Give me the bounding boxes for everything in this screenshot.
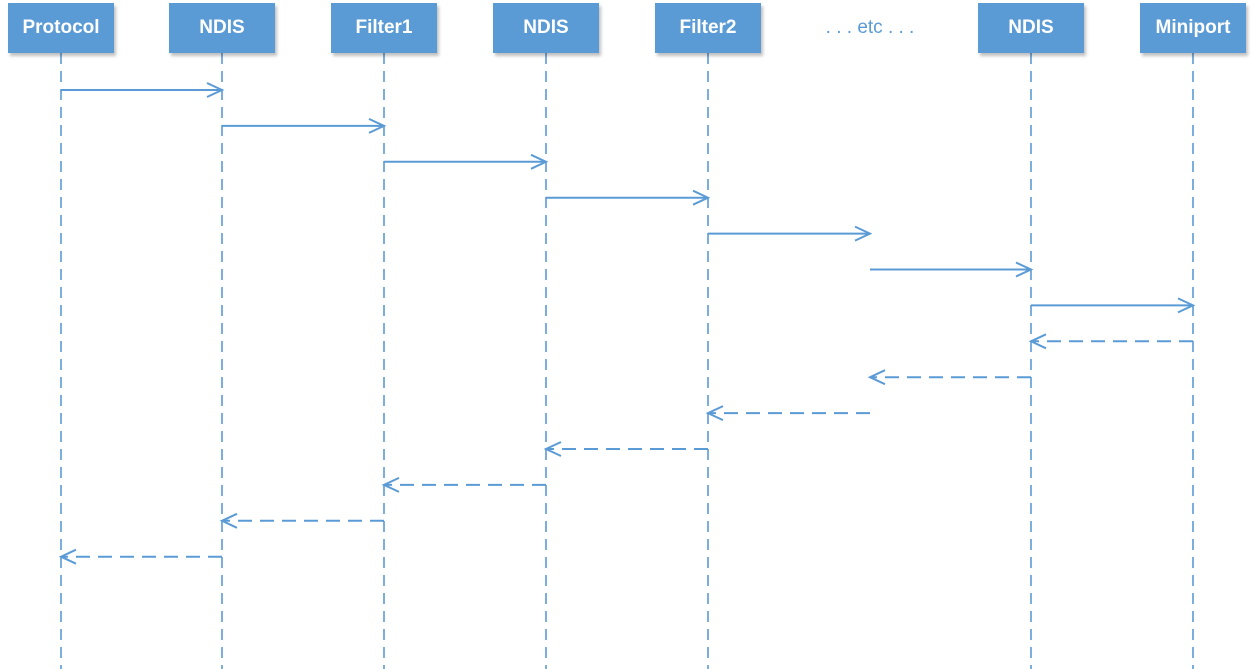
participant-protocol-box: Protocol — [8, 3, 114, 53]
call-arrow-1 — [222, 117, 387, 134]
call-arrow-0 — [61, 82, 225, 98]
arrowhead-12 — [219, 512, 238, 529]
arrowhead-9 — [705, 405, 724, 422]
return-arrow-11 — [381, 476, 546, 493]
arrowhead-13 — [58, 548, 77, 565]
call-arrow-4 — [708, 225, 873, 242]
arrowhead-7 — [1028, 333, 1047, 350]
call-arrow-3 — [546, 189, 711, 206]
participant-filter1-box: Filter1 — [331, 3, 437, 53]
arrowhead-11 — [381, 476, 400, 493]
call-arrow-2 — [384, 153, 549, 170]
participant-ndis-box: NDIS — [493, 3, 599, 53]
participant-filter2-box: Filter2 — [655, 3, 761, 53]
return-arrow-9 — [705, 405, 870, 422]
participant-ellipsis-label: . . . etc . . . — [825, 17, 915, 38]
return-arrow-13 — [58, 548, 222, 565]
arrowhead-5 — [1015, 261, 1034, 278]
call-arrow-5 — [870, 261, 1034, 278]
arrowhead-1 — [368, 117, 387, 134]
return-arrow-12 — [219, 512, 384, 529]
return-arrow-7 — [1028, 333, 1193, 350]
call-arrow-6 — [1031, 297, 1196, 314]
arrowhead-8 — [867, 369, 886, 386]
participant-ndis-box: NDIS — [978, 3, 1084, 53]
arrowhead-6 — [1177, 297, 1196, 314]
arrowhead-4 — [854, 225, 873, 242]
arrowhead-10 — [543, 441, 562, 457]
participant-miniport-box: Miniport — [1140, 3, 1246, 53]
return-arrow-10 — [543, 441, 708, 457]
arrowhead-0 — [206, 82, 225, 98]
return-arrow-8 — [867, 369, 1031, 386]
arrowhead-3 — [692, 189, 711, 206]
arrowhead-2 — [530, 153, 549, 170]
participant-ndis-box: NDIS — [169, 3, 275, 53]
